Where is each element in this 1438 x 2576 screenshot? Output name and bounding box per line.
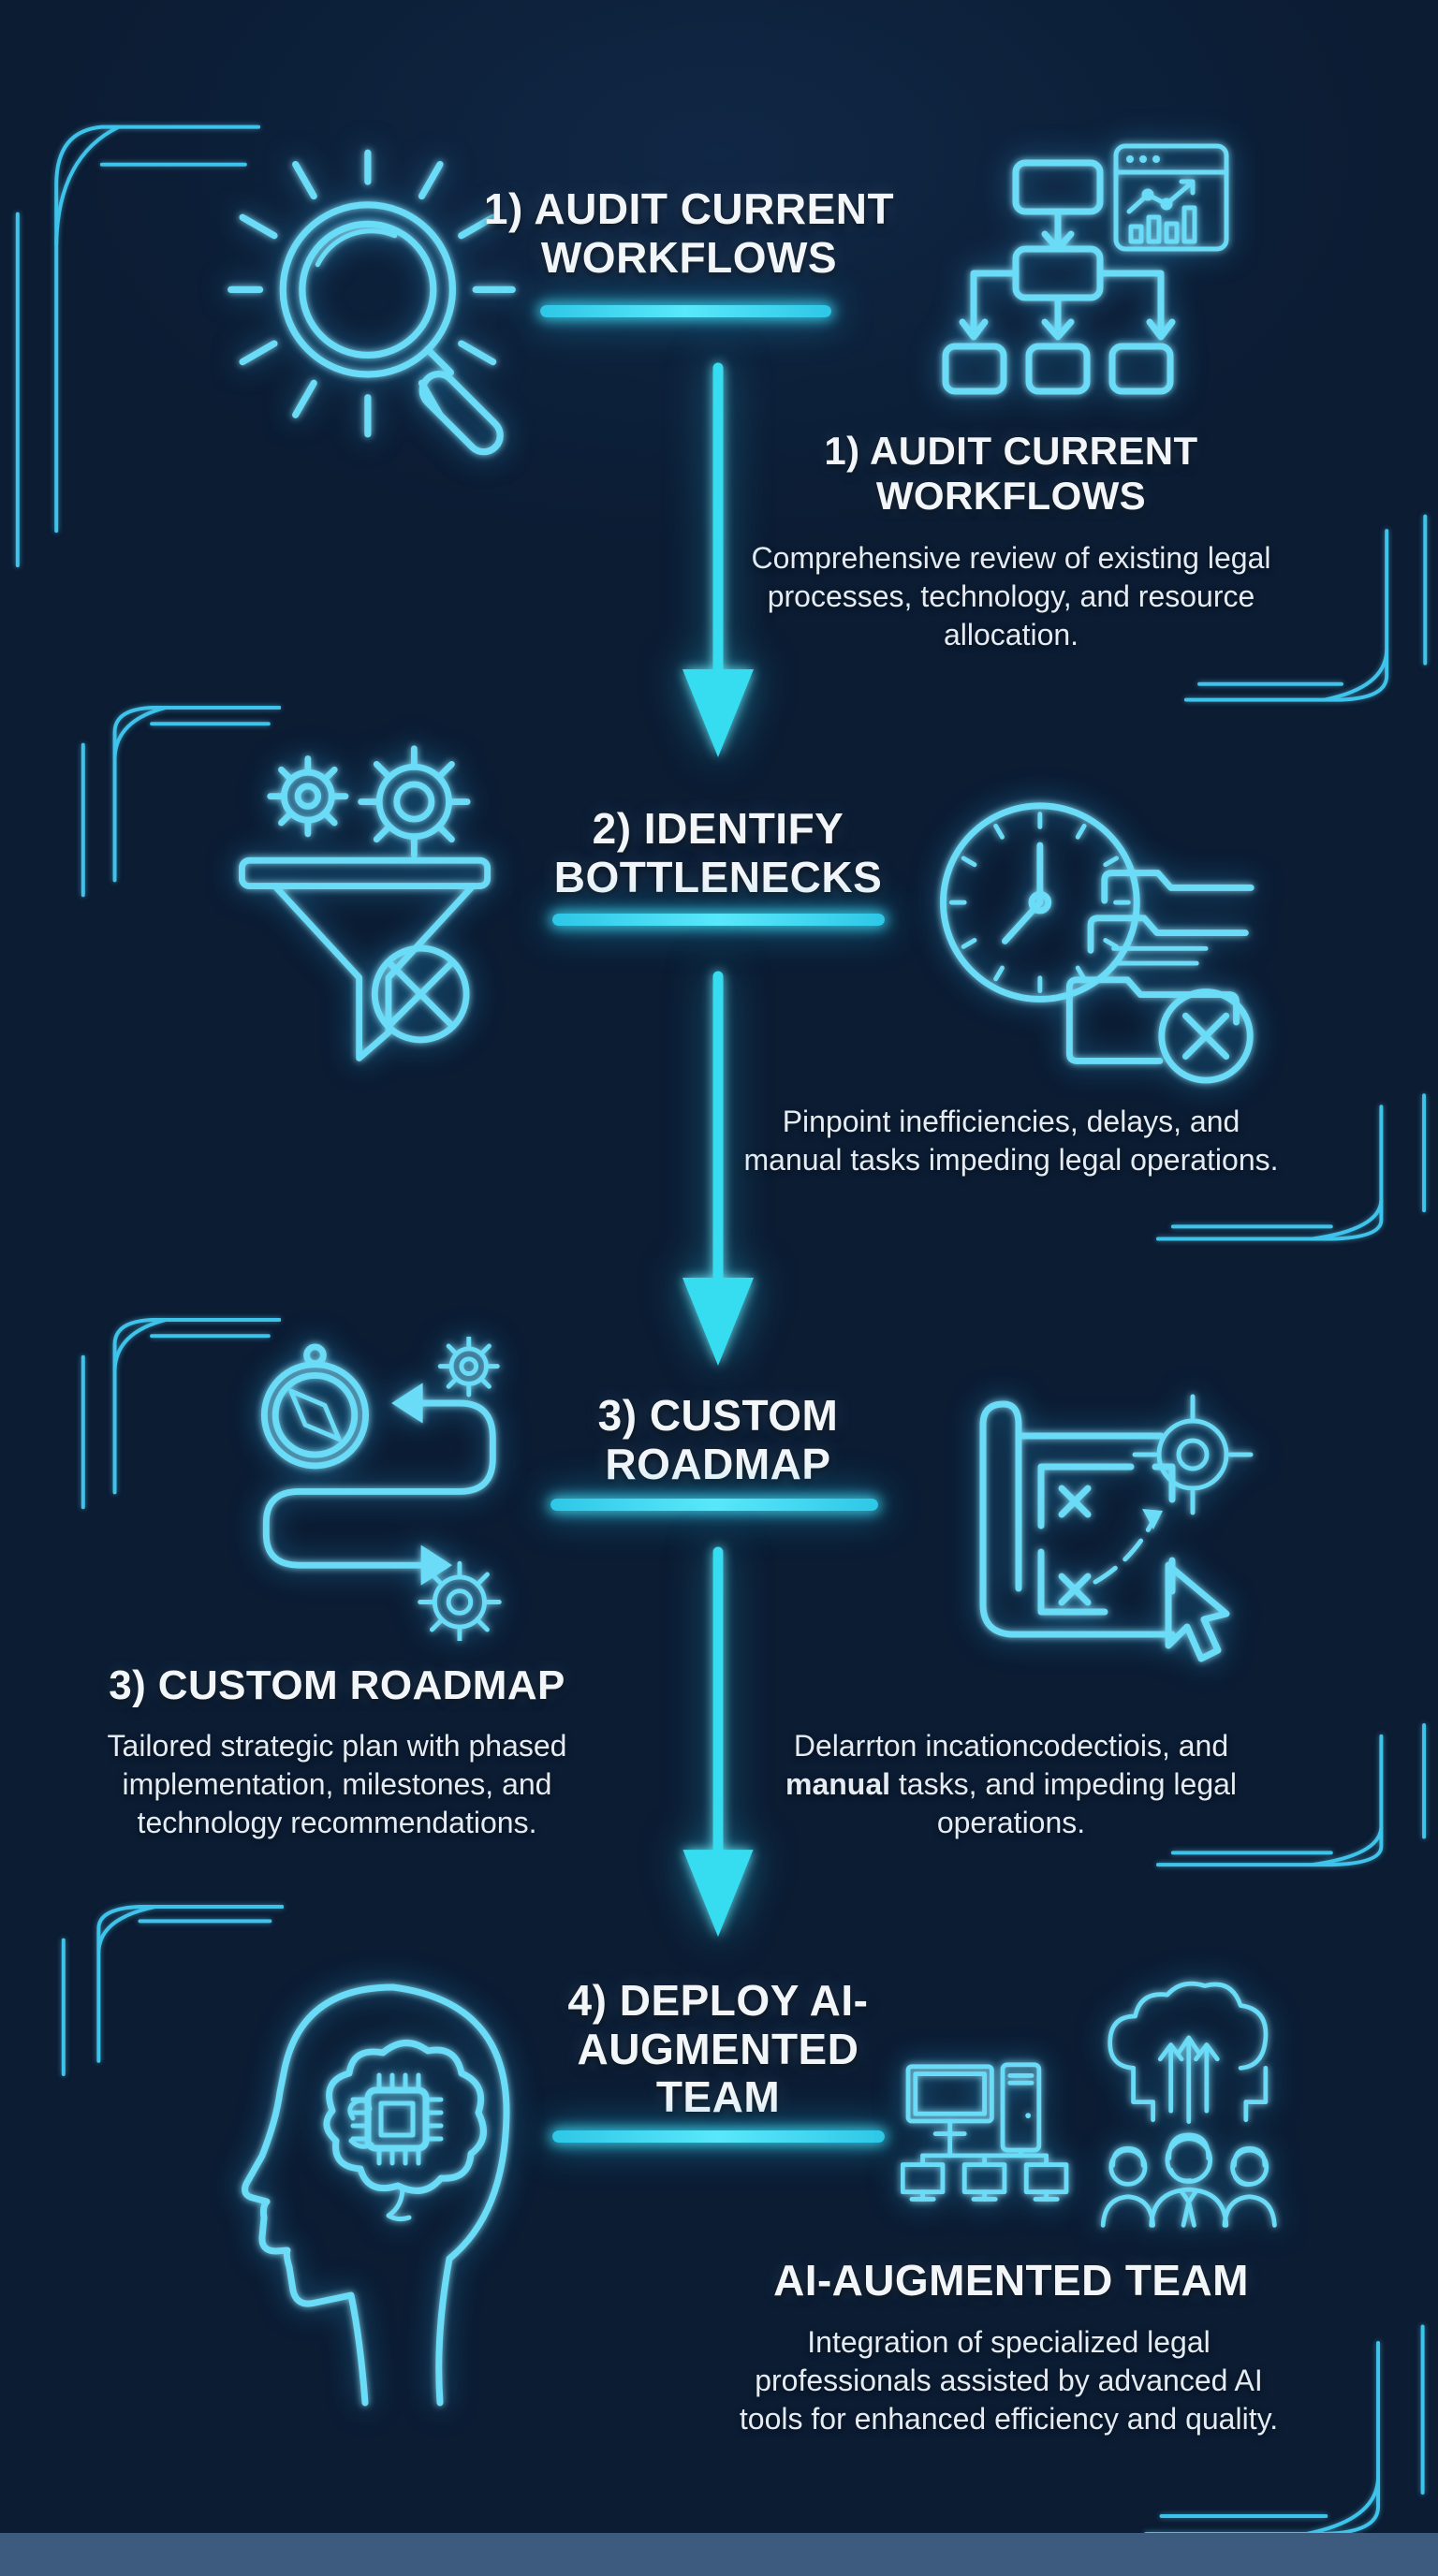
step3-description-left-text: Tailored strategic plan with phased impl… [107, 1729, 567, 1839]
clock-folder-error-icon [940, 802, 1255, 1084]
strategy-map-cursor-icon [979, 1394, 1254, 1662]
step1-underline [540, 305, 831, 317]
flow-arrow-icon [682, 971, 754, 1366]
analytics-window-icon [1113, 143, 1229, 252]
corner-bracket-decoration [54, 1883, 284, 2080]
step2-underline [552, 914, 885, 926]
ai-brain-head-icon [242, 1983, 510, 2407]
step1-description: Comprehensive review of existing legal p… [751, 541, 1271, 651]
flow-arrow-icon [682, 362, 754, 757]
computer-network-icon [901, 2062, 1069, 2202]
funnel-gears-icon [238, 745, 492, 1061]
step3-description-right-bold: manual [785, 1766, 891, 1801]
step2-title: 2) IDENTIFY BOTTLENECKS [553, 804, 883, 901]
corner-bracket-decoration [75, 681, 281, 901]
flow-arrow-icon [682, 1546, 754, 1938]
step3-side-heading: 3) CUSTOM ROADMAP [109, 1662, 565, 1708]
step1-title: 1) AUDIT CURRENT WORKFLOWS [483, 184, 895, 282]
cloud-team-icon [1100, 1981, 1277, 2228]
step4-title: 4) DEPLOY AI-AUGMENTED TEAM [567, 1976, 869, 2122]
compass-route-gears-icon [260, 1337, 502, 1641]
step1-side-heading: 1) AUDIT CURRENT WORKFLOWS [824, 429, 1198, 519]
step3-underline [550, 1499, 878, 1511]
workflow-flowchart-icon [942, 143, 1229, 395]
corner-bracket-decoration [1156, 1720, 1435, 1884]
step3-description-right: Delarrton incationcodectiois, and manual… [740, 1727, 1283, 1842]
step2-description: Pinpoint inefficiencies, delays, and man… [743, 1105, 1279, 1177]
step3-description-right-post: tasks, and impeding legal operations. [890, 1766, 1238, 1839]
step4-side-heading: AI-AUGMENTED TEAM [773, 2256, 1249, 2305]
corner-bracket-decoration [75, 1294, 281, 1514]
step4-underline [552, 2130, 885, 2143]
step4-description: Integration of specialized legal profess… [739, 2325, 1279, 2436]
step3-description-left: Tailored strategic plan with phased impl… [66, 1727, 609, 1842]
corner-bracket-decoration [1156, 1090, 1435, 1259]
step3-description-right-pre: Delarrton incationcodectiois, and [793, 1729, 1229, 1763]
bottom-accent-bar [0, 2533, 1438, 2576]
corner-bracket-decoration [7, 66, 260, 580]
magnifying-glass-icon [227, 149, 516, 456]
step3-title: 3) CUSTOM ROADMAP [597, 1391, 839, 1488]
corner-bracket-decoration [1184, 510, 1435, 725]
